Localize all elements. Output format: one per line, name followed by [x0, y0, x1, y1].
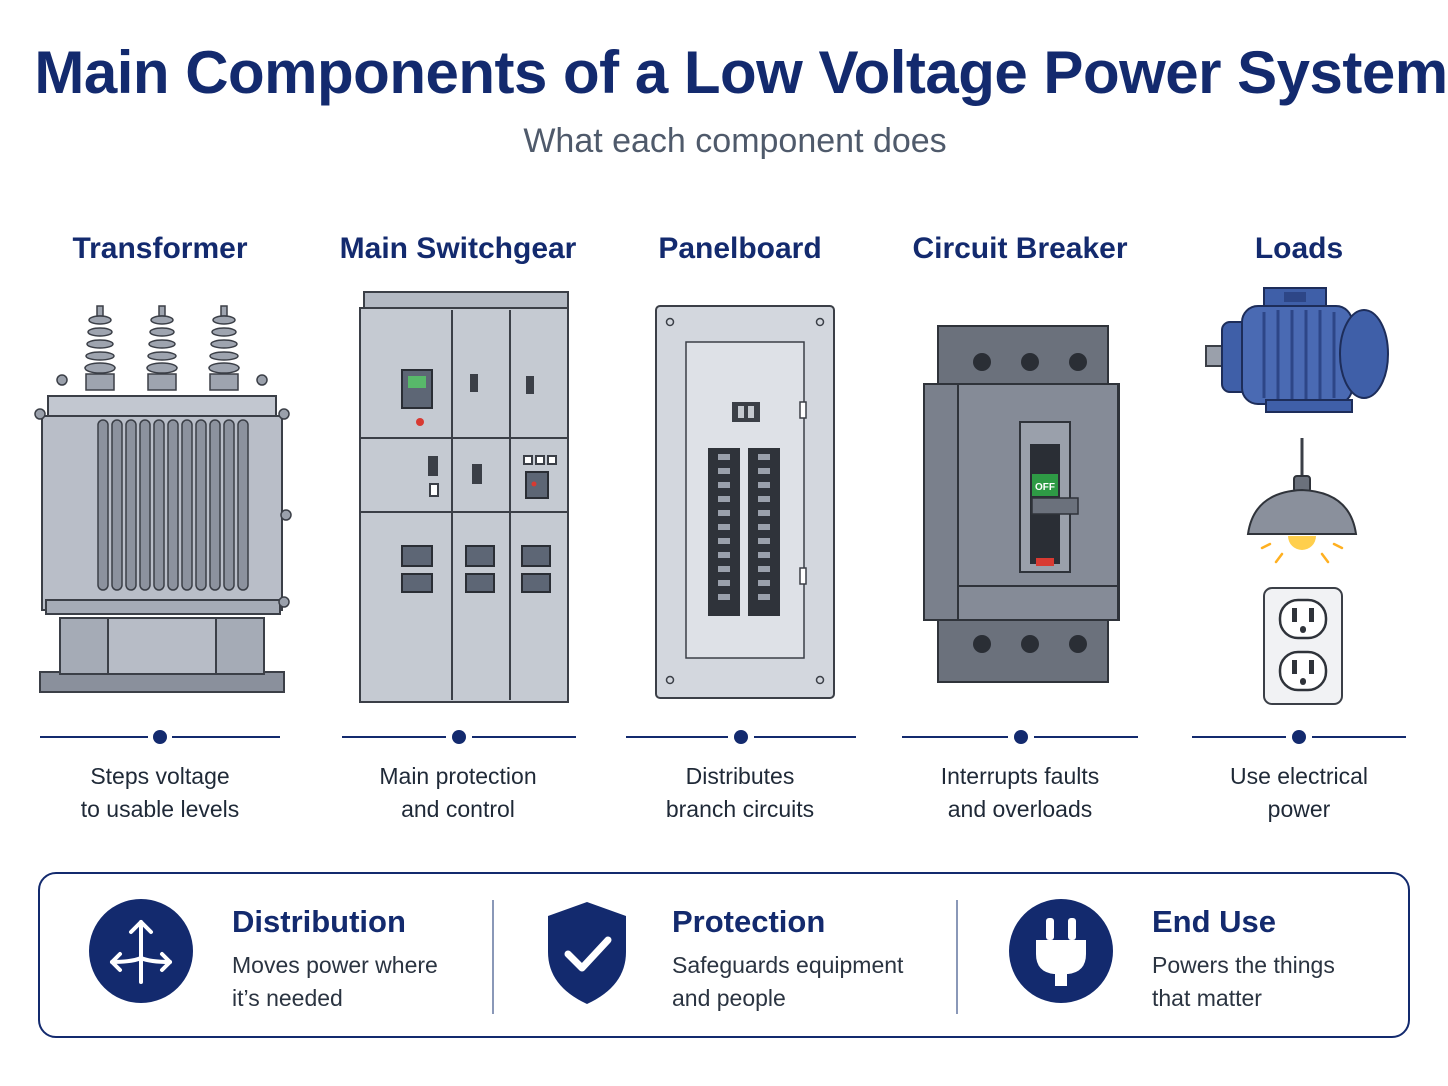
shield-check-icon [548, 902, 626, 1004]
connector-line [30, 722, 290, 752]
component-name: Circuit Breaker [912, 232, 1128, 265]
feature-desc-line: and people [672, 985, 786, 1011]
component-description: Main protection and control [379, 763, 537, 822]
feature-desc-line: Moves power where [232, 952, 438, 978]
component-circuit-breaker: Circuit Breaker OFF Interrupts faults an… [890, 0, 1150, 860]
transformer-illustration [34, 305, 292, 693]
component-name: Panelboard [658, 232, 822, 265]
panel-divider [492, 900, 494, 1014]
connector-line [890, 722, 1150, 752]
circuit-breaker-illustration: OFF [923, 325, 1120, 683]
page-title: Main Components of a Low Voltage Power S… [34, 39, 1448, 106]
page-subtitle: What each component does [523, 122, 947, 160]
feature-desc-line: that matter [1152, 985, 1262, 1011]
component-description: Use electrical power [1229, 763, 1369, 822]
connector-line [610, 722, 870, 752]
feature-title: End Use [1152, 904, 1277, 939]
component-description: Interrupts faults and overloads [940, 763, 1100, 822]
summary-panel: Distribution Moves power where it’s need… [38, 872, 1410, 1038]
arrows-split-icon [89, 899, 193, 1003]
outlet-icon [1263, 587, 1343, 705]
component-panelboard: Panelboard [610, 0, 870, 860]
feature-desc-line: Powers the things [1152, 952, 1335, 978]
feature-desc-line: it’s needed [232, 985, 343, 1011]
component-main-switchgear: Main Switchgear [328, 0, 588, 860]
lamp-icon [1246, 438, 1358, 564]
switchgear-illustration [359, 291, 569, 703]
plug-icon [1009, 899, 1113, 1003]
panelboard-illustration [655, 305, 835, 699]
panel-divider [956, 900, 958, 1014]
off-label: OFF [1035, 482, 1055, 493]
component-description: Steps voltage to usable levels [80, 763, 240, 822]
component-name: Loads [1254, 232, 1344, 265]
connector-line [328, 722, 588, 752]
feature-title: Distribution [232, 904, 406, 939]
connector-line [1170, 722, 1428, 752]
component-transformer: Transformer [30, 0, 292, 860]
component-name: Transformer [72, 232, 248, 265]
feature-desc-line: Safeguards equipment [672, 952, 904, 978]
component-name: Main Switchgear [339, 232, 577, 265]
feature-title: Protection [672, 904, 826, 939]
component-loads: Loads [1170, 0, 1428, 860]
motor-icon [1205, 287, 1389, 413]
component-description: Distributes branch circuits [665, 763, 815, 822]
